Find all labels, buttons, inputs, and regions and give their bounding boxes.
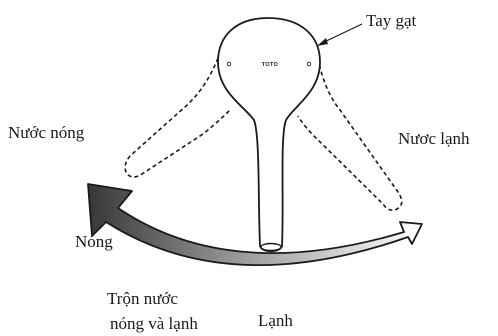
lever-handle [218, 18, 320, 251]
cold-water-label: Nươc lạnh [398, 129, 470, 148]
mix-label-line2: nóng và lạnh [110, 314, 198, 333]
hot-label: Nóng [75, 232, 113, 251]
mix-label-line1: Trộn nước [107, 289, 178, 308]
brand-logo: TOTO [262, 62, 279, 68]
lever-leader-arrowhead [317, 38, 328, 46]
lever-stem-base [261, 244, 281, 251]
lever-label: Tay gạt [366, 11, 417, 30]
hot-water-label: Nước nóng [8, 123, 85, 142]
cold-label: Lạnh [258, 311, 293, 330]
direction-arrow [88, 184, 422, 265]
lever-position-hot-outline [125, 58, 230, 177]
